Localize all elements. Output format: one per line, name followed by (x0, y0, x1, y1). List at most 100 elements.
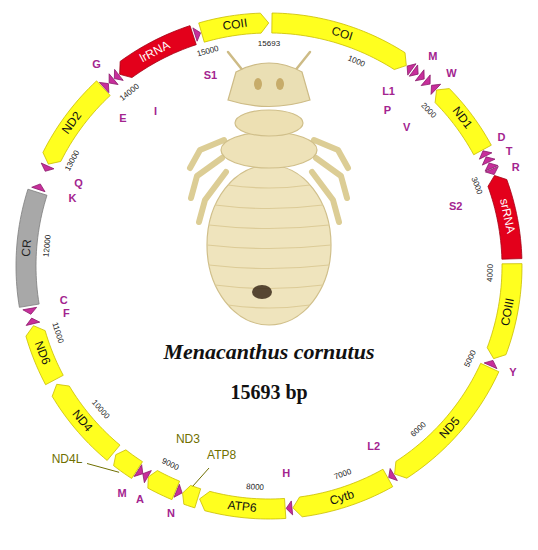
louse-dark-spot (252, 285, 272, 299)
position-tick: 9000 (160, 457, 180, 473)
position-tick: 3000 (469, 176, 484, 196)
label-holder: P (384, 104, 391, 116)
position-tick: 10000 (90, 399, 111, 422)
label-holder: I (154, 105, 157, 117)
position-tick: 15000 (196, 45, 220, 60)
trna-arrow (23, 307, 37, 314)
gene-segment: ND4 (51, 383, 121, 462)
gene-name: ND4L (52, 453, 83, 466)
label-holder: M (117, 486, 126, 498)
position-tick: 6000 (409, 421, 428, 439)
gene-segment: ND5 (393, 362, 500, 480)
label-holder: H (282, 467, 290, 479)
label-holder: 7000 (333, 468, 353, 482)
label-holder: ND3 (176, 433, 200, 446)
small-gene-shapes (23, 28, 498, 515)
label-holder: 15000 (196, 45, 220, 60)
trna-arrow (143, 471, 152, 483)
gene-arrow (487, 264, 522, 359)
small-gene-arrow (148, 471, 180, 500)
species-title: Menacanthus cornutus (164, 340, 375, 364)
gene-arrow (199, 13, 269, 42)
label-holder: S2 (449, 200, 462, 212)
label-holder: S1 (204, 69, 217, 81)
position-tick: 2000 (419, 102, 438, 121)
label-holder: 4000 (486, 264, 495, 282)
louse-leg (316, 158, 347, 198)
trna-name: S1 (204, 69, 217, 81)
trna-arrow (421, 75, 430, 86)
trna-name: M (117, 486, 126, 498)
trna-name: K (68, 192, 76, 204)
louse-mandible (276, 78, 284, 90)
label-holder: M (428, 50, 437, 62)
trna-name: L1 (382, 85, 395, 97)
gene-arrow (120, 26, 197, 78)
trna-name: Y (509, 366, 516, 378)
label-holder: 5000 (463, 349, 478, 369)
small-gene-arrow (114, 450, 143, 479)
gene-arrow (488, 175, 522, 259)
position-tick: 7000 (333, 468, 353, 482)
label-holder: ND4L (52, 453, 83, 466)
trna-name: N (167, 507, 175, 519)
label-holder: T (506, 145, 513, 157)
louse-prothorax (235, 110, 303, 136)
gene-outline (270, 12, 408, 71)
label-holder: V (403, 121, 410, 133)
gene-segment: ND1 (434, 87, 493, 156)
trna-arrow (286, 501, 292, 515)
label-holder: R (512, 161, 520, 173)
position-tick: 4000 (486, 264, 495, 282)
trna-arrow (485, 166, 498, 174)
louse-thorax (221, 132, 317, 168)
small-gene-arrow (183, 485, 201, 507)
label-holder: 14000 (118, 83, 141, 104)
label-holder: 3000 (469, 176, 484, 196)
gene-name: CR (19, 239, 33, 257)
louse-mandible (254, 78, 262, 90)
label-holder: W (446, 66, 456, 78)
trna-arrow (409, 65, 418, 76)
trna-name: E (119, 112, 126, 124)
gene-segment: COI (270, 12, 408, 71)
trna-name: R (512, 161, 520, 173)
gene-label-holder: CR (19, 239, 33, 257)
label-holder: 2000 (419, 102, 438, 121)
trna-name: P (384, 104, 391, 116)
label-holder: ATP8 (207, 450, 236, 463)
label-holder: 1000 (346, 54, 366, 69)
trna-name: C (60, 293, 68, 305)
trna-name: V (403, 121, 410, 133)
label-holder: 9000 (160, 457, 180, 473)
label-holder: 15693 bp (230, 381, 307, 403)
label-holder: 12000 (43, 234, 54, 257)
label-holder: Q (74, 177, 83, 189)
position-tick: 14000 (118, 83, 141, 104)
trna-arrow (26, 318, 40, 325)
label-holder: 11000 (50, 322, 65, 345)
label-holder: 6000 (409, 421, 428, 439)
trna-name: Q (74, 177, 83, 189)
position-tick: 8000 (246, 483, 264, 493)
trna-arrow (415, 70, 424, 81)
trna-name: F (63, 307, 70, 319)
louse-segments (207, 185, 331, 308)
gene-arrow (272, 13, 407, 70)
label-holder: E (119, 112, 126, 124)
gene-arrow (293, 469, 393, 517)
louse-leg (191, 158, 222, 198)
leader-line (193, 468, 209, 486)
label-holder: L2 (367, 440, 380, 452)
label-holder: 10000 (90, 399, 111, 422)
trna-arrow (41, 163, 54, 171)
label-holder: 15693 (258, 40, 280, 49)
louse-head (228, 63, 310, 107)
label-holder: L1 (382, 85, 395, 97)
title-holder: Menacanthus cornutus (164, 340, 375, 364)
label-holder: F (63, 307, 70, 319)
trna-name: W (446, 66, 456, 78)
gene-segment: srRNA (486, 174, 523, 261)
